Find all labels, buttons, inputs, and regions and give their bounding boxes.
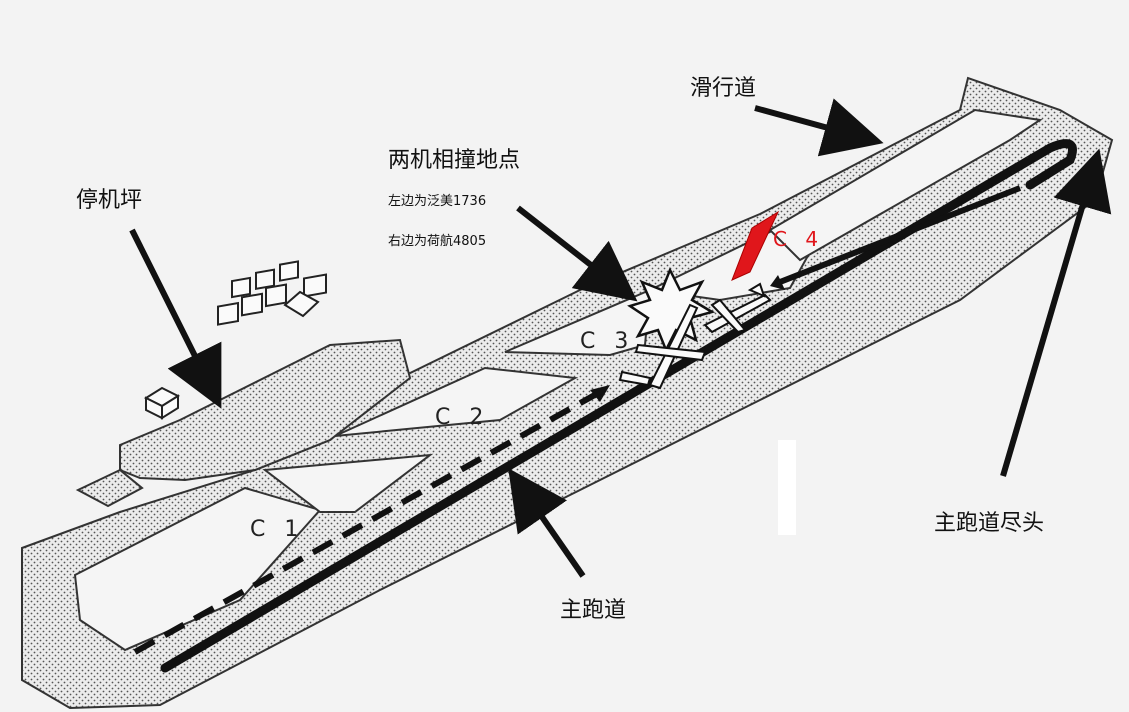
runway-end-pointer-arrow: [1000, 148, 1112, 477]
exit-label-c2: C 2: [435, 405, 489, 430]
collision-pointer-arrow: [516, 205, 638, 302]
exit-label-c3: C 3: [580, 329, 634, 354]
runway-direction-arrow: [778, 185, 1022, 285]
exit-label-c4: C 4: [773, 227, 824, 251]
island-between-c1-c2: [262, 453, 434, 513]
apron-bay: [75, 468, 144, 508]
taxiway-label: 滑行道: [690, 76, 757, 101]
klm-aircraft-icon: [703, 282, 772, 334]
white-patch: [778, 440, 796, 535]
main-runway-label: 主跑道: [560, 598, 627, 623]
apron-label: 停机坪: [76, 188, 143, 213]
runway-direction-arrowhead: [770, 275, 785, 290]
dashed-taxi-arrowhead: [590, 385, 610, 402]
collision-title-label: 两机相撞地点: [388, 148, 521, 173]
c4-highlight: [731, 210, 780, 281]
panam-aircraft-icon: [618, 303, 707, 390]
collision-left-note: 左边为泛美1736: [388, 194, 487, 209]
main-runway-pointer-arrow: [508, 468, 586, 578]
apron-area: [119, 338, 412, 482]
taxiway-pointer-arrow: [754, 98, 884, 157]
collision-right-note: 右边为荷航4805: [388, 234, 487, 249]
apron-buildings: [217, 260, 327, 326]
island-c1: [73, 486, 322, 652]
island-c2: [334, 366, 579, 437]
apron-pointer-arrow: [129, 228, 222, 409]
runway-end-label: 主跑道尽头: [934, 511, 1045, 536]
apron-shed: [143, 386, 181, 420]
island-north: [768, 108, 1043, 262]
dashed-taxi-path: [133, 389, 602, 655]
exit-label-c1: C 1: [250, 517, 304, 542]
